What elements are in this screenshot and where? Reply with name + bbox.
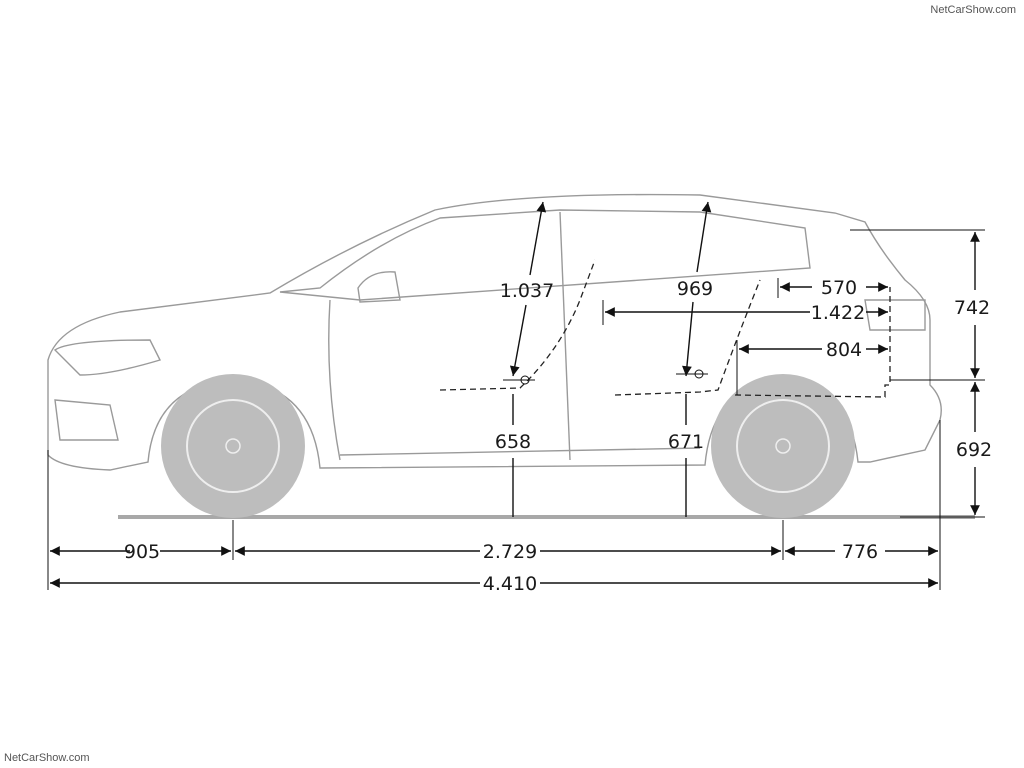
front-seat-height-label: 658 xyxy=(495,431,531,453)
rear-overhang-label: 776 xyxy=(842,541,878,563)
rear-wheel xyxy=(711,374,855,518)
cargo-floor-length-label: 804 xyxy=(826,339,862,361)
wheelbase-label: 2.729 xyxy=(483,541,537,563)
watermark-top: NetCarShow.com xyxy=(930,4,1016,16)
front-seat-reference-icon xyxy=(503,375,535,385)
cargo-folded-length-label: 1.422 xyxy=(811,302,865,324)
front-seat-outline xyxy=(439,259,596,391)
overall-length-label: 4.410 xyxy=(483,573,537,595)
front-overhang-label: 905 xyxy=(124,541,160,563)
rear-seat-height-label: 671 xyxy=(668,431,704,453)
front-headroom-label: 1.037 xyxy=(500,280,554,302)
cargo-outline xyxy=(734,287,891,398)
cargo-top-length-label: 570 xyxy=(821,277,857,299)
rear-seat-outline xyxy=(614,279,761,396)
front-wheel xyxy=(161,374,305,518)
rear-seat-reference-icon xyxy=(676,369,708,379)
rear-headroom-label: 969 xyxy=(677,278,713,300)
extension-lines xyxy=(47,229,985,590)
watermark-bottom: NetCarShow.com xyxy=(4,752,90,764)
upper-height-label: 742 xyxy=(954,297,990,319)
lower-height-label: 692 xyxy=(956,439,992,461)
